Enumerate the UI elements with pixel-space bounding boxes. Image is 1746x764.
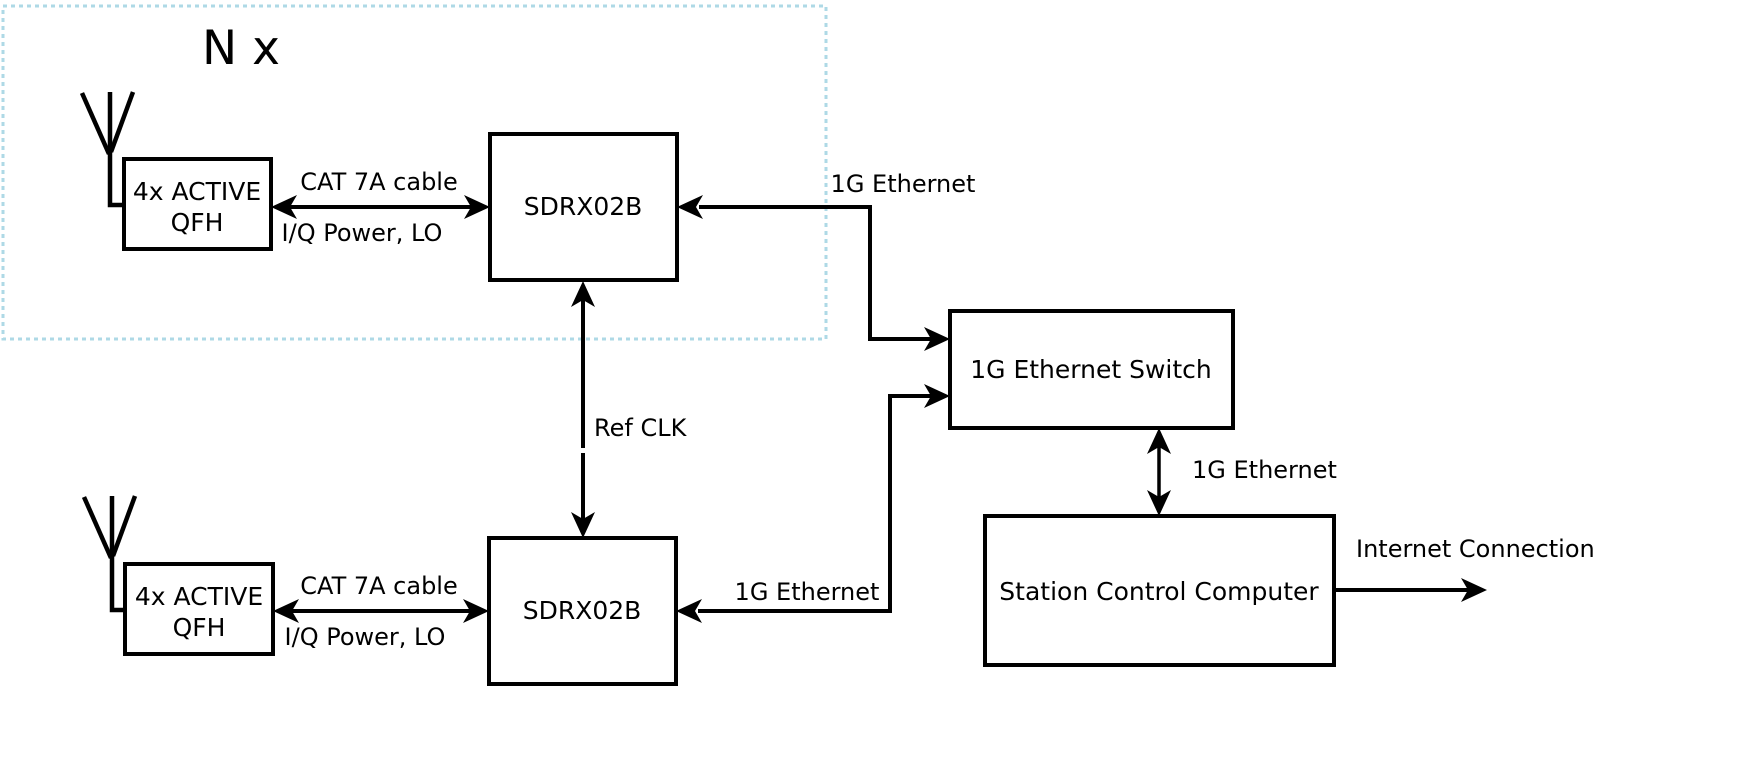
switch-label: 1G Ethernet Switch (970, 355, 1212, 384)
edge-qfh-top-to-sdr-top: CAT 7A cable I/Q Power, LO (271, 168, 490, 247)
arrowhead-left (677, 195, 703, 219)
qfh-bottom-label-line1: 4x ACTIVE (135, 582, 263, 611)
edge-label-1g-ethernet-top: 1G Ethernet (831, 170, 976, 198)
switch-box[interactable] (948, 309, 1235, 430)
qfh-bottom-label-line2: QFH (173, 613, 226, 642)
sdr-bottom-label: SDRX02B (523, 596, 642, 625)
antenna-bottom-icon (81, 495, 138, 613)
arrowhead-right (924, 384, 950, 408)
qfh-bottom-box[interactable] (123, 562, 275, 656)
node-station-control-computer[interactable]: Station Control Computer (983, 514, 1336, 667)
edge-switch-to-computer: 1G Ethernet (1147, 428, 1337, 516)
arrowhead-left (271, 195, 297, 219)
station-computer-box[interactable] (983, 514, 1336, 667)
sdr-bottom-box[interactable] (487, 536, 678, 686)
antenna-top-icon (79, 91, 136, 208)
qfh-top-box[interactable] (122, 157, 273, 251)
arrowhead-down (571, 512, 595, 538)
arrowhead-right (924, 327, 950, 351)
replication-group-label: N x (202, 21, 280, 76)
node-sdr-top[interactable]: SDRX02B (488, 132, 679, 282)
qfh-top-label-line1: 4x ACTIVE (133, 177, 261, 206)
arrowhead-up (1147, 428, 1171, 454)
arrowhead-right (463, 599, 489, 623)
edge-computer-to-internet: Internet Connection (1334, 535, 1595, 602)
node-ethernet-switch[interactable]: 1G Ethernet Switch (948, 309, 1235, 430)
edge-label-1g-ethernet-switch-computer: 1G Ethernet (1192, 456, 1337, 484)
arrowhead-left (273, 599, 299, 623)
node-sdr-bottom[interactable]: SDRX02B (487, 536, 678, 686)
arrowhead-up (571, 281, 595, 307)
edge-label-ref-clk: Ref CLK (594, 414, 688, 442)
edge-ref-clk: Ref CLK (571, 281, 688, 538)
arrowhead-down (1147, 490, 1171, 516)
edge-label-cat7a-top: CAT 7A cable (300, 168, 458, 196)
edge-label-1g-ethernet-bottom: 1G Ethernet (735, 578, 880, 606)
edge-label-iq-power-lo-top: I/Q Power, LO (282, 219, 443, 247)
station-computer-label: Station Control Computer (999, 577, 1319, 606)
arrowhead-right (464, 195, 490, 219)
edge-sdr-top-to-switch: 1G Ethernet (677, 170, 975, 351)
arrowhead-left (676, 599, 702, 623)
replication-group-border (1, 4, 828, 341)
edge-label-cat7a-bottom: CAT 7A cable (300, 572, 458, 600)
node-qfh-bottom[interactable]: 4x ACTIVE QFH (123, 562, 275, 656)
edge-label-iq-power-lo-bottom: I/Q Power, LO (285, 623, 446, 651)
qfh-top-label-line2: QFH (171, 208, 224, 237)
edge-sdr-bottom-to-switch: 1G Ethernet (676, 384, 950, 623)
node-qfh-top[interactable]: 4x ACTIVE QFH (122, 157, 273, 251)
edge-label-internet-connection: Internet Connection (1356, 535, 1595, 563)
edge-qfh-bottom-to-sdr-bottom: CAT 7A cable I/Q Power, LO (273, 572, 489, 651)
sdr-top-label: SDRX02B (524, 192, 643, 221)
arrowhead-right (1461, 578, 1487, 602)
